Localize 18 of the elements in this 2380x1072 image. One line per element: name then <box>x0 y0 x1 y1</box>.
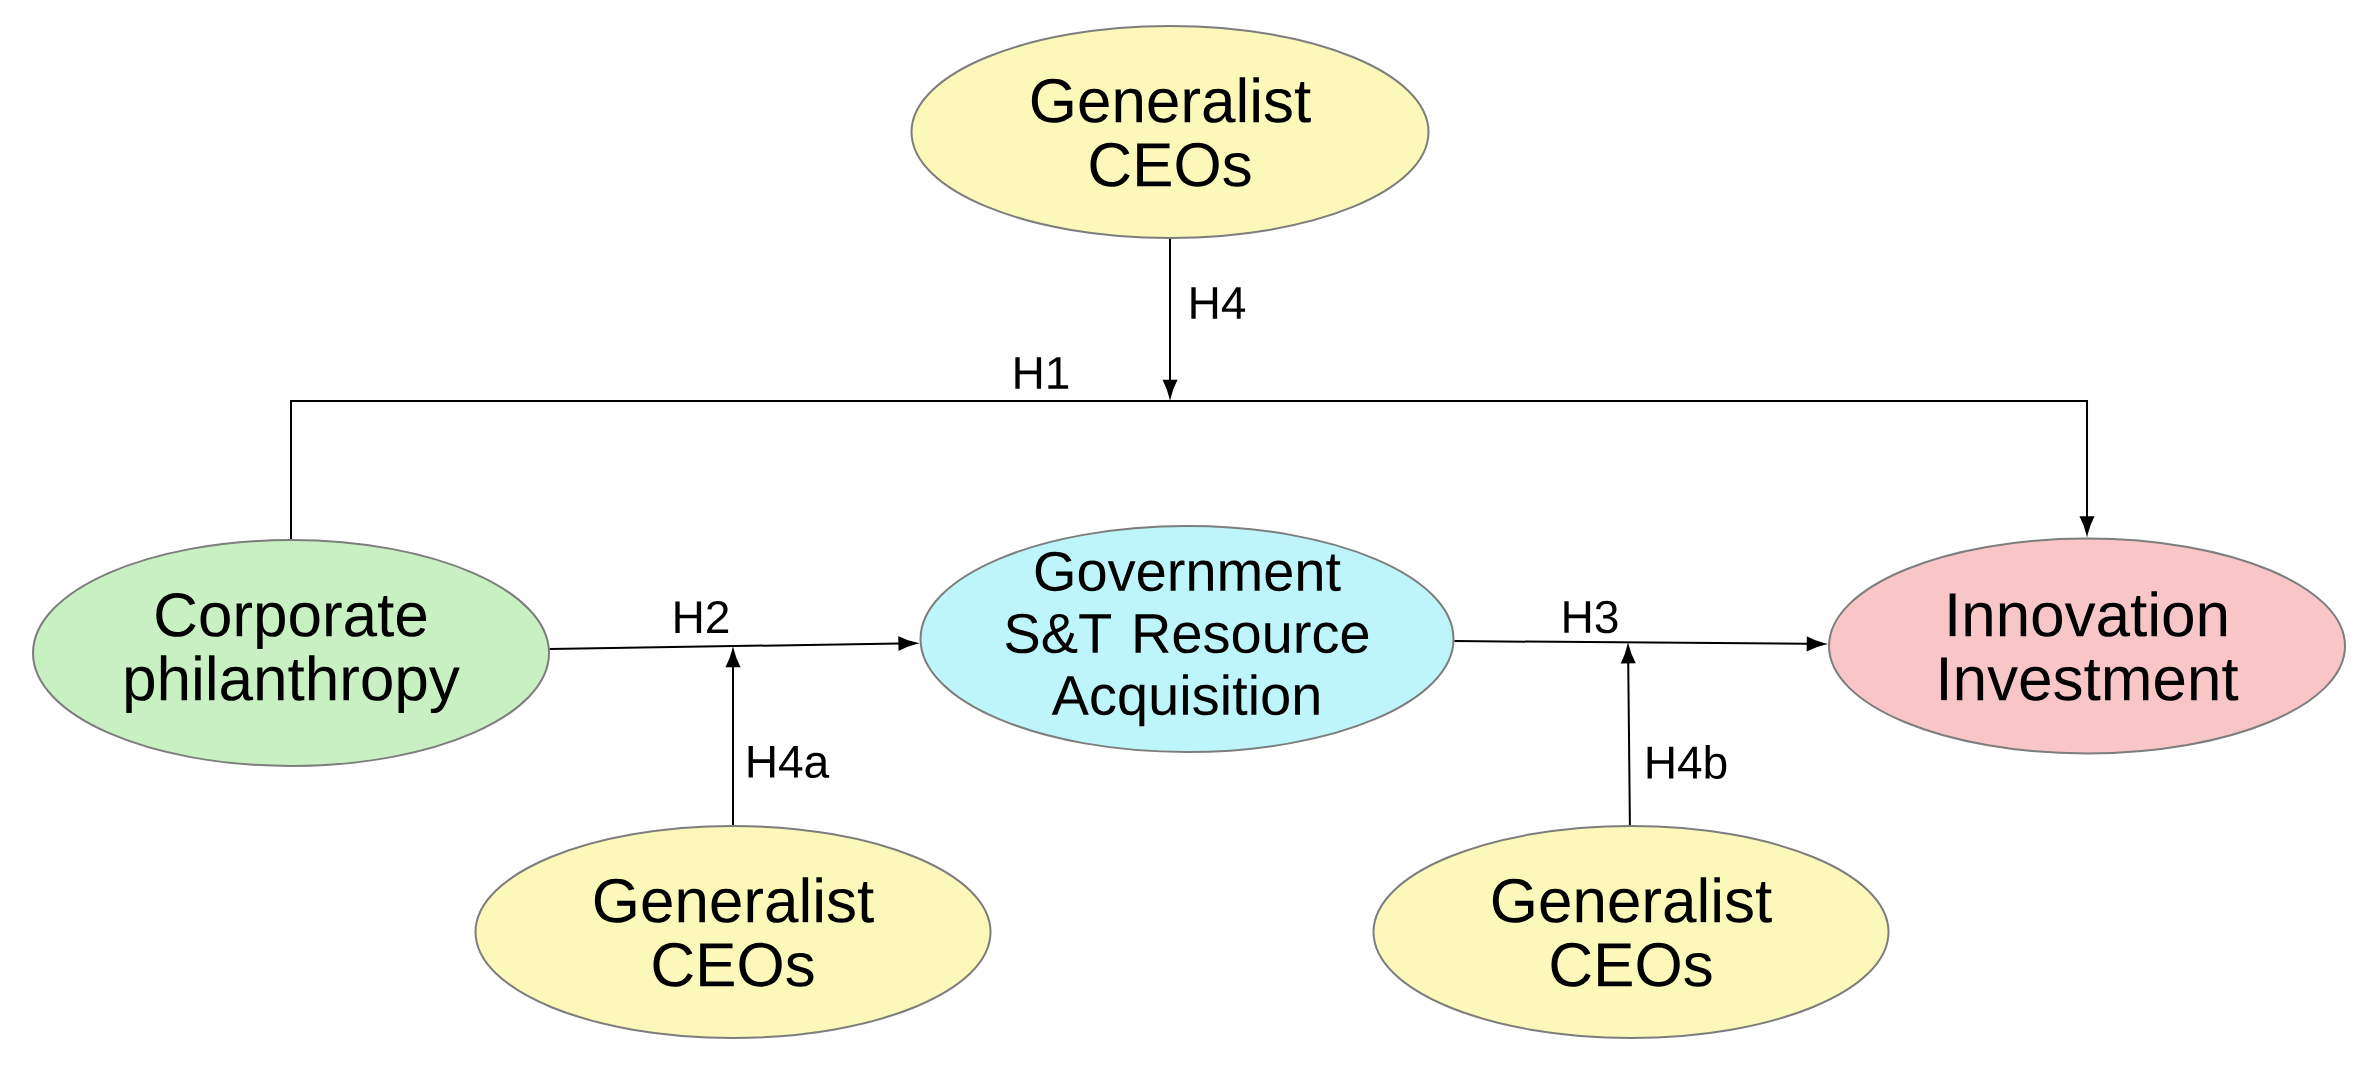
edge-label: H1 <box>1008 353 1074 393</box>
ellipse-node: Innovation Investment <box>1828 537 2346 755</box>
edge-label: H3 <box>1557 597 1623 637</box>
ellipse-node: Generalist CEOs <box>910 25 1430 239</box>
ellipse-node: Generalist CEOs <box>1372 825 1890 1039</box>
arrow <box>548 636 917 651</box>
edge-label: H4b <box>1640 741 1732 783</box>
arrow <box>1163 238 1177 398</box>
edge-label: H2 <box>668 597 734 637</box>
ellipse-node: Corporate philanthropy <box>32 539 550 767</box>
edge-label: H4a <box>741 742 833 782</box>
arrow <box>726 649 740 826</box>
edge-label: H4 <box>1184 283 1250 323</box>
ellipse-node: Generalist CEOs <box>474 825 992 1039</box>
arrow <box>1621 645 1636 826</box>
ellipse-node: Government S&T Resource Acquisition <box>919 525 1455 753</box>
arrow <box>290 400 2094 540</box>
arrow <box>1453 636 1825 651</box>
